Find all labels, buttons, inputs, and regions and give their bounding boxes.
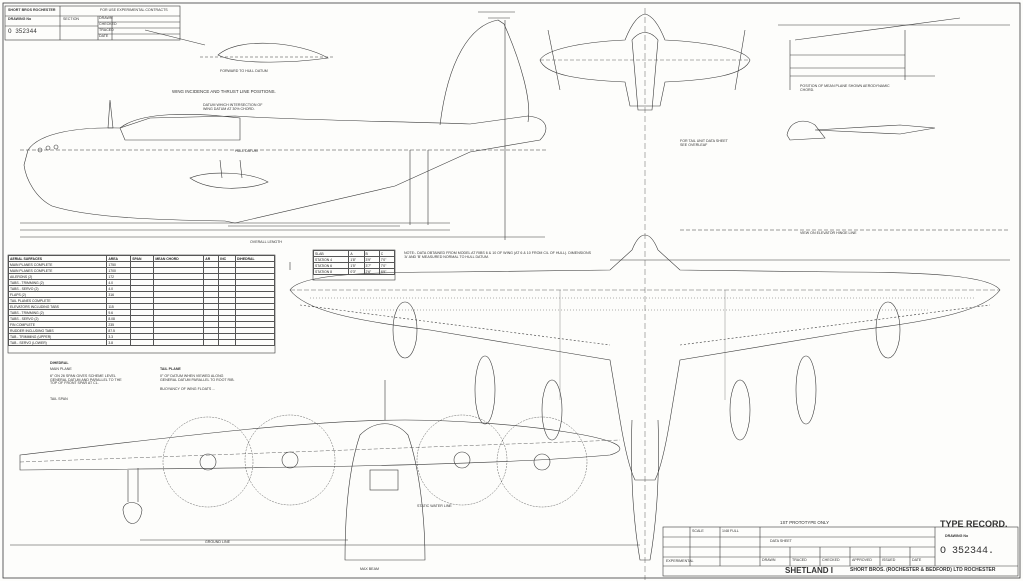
title-field-label: CHECKED [822,558,840,562]
field-checked: CHECKED [99,22,117,26]
table-cell [218,339,237,346]
tail-span-label: TAIL SPAN [50,397,68,401]
table-cell [130,339,155,346]
table-cell [235,339,275,346]
title-field-label: DATE [912,558,922,562]
tailplane-plan-view [539,8,751,580]
buoyancy-note: BUOYANCY OF WING FLOATS ... [160,387,216,391]
drawing-no-label: DRAWING No [8,17,32,21]
header-box [4,5,181,41]
aircraft-name: SHETLAND I [785,566,833,575]
title-block-frame [662,526,1019,577]
title-drawing-no-label: DRAWING No [945,534,969,538]
field-drawn: DRAWN [99,16,113,20]
elevator-view-title: VIEW ON ELEVATOR HINGE LINE [800,231,857,235]
scale-value: 1/48 FULL [722,529,739,533]
mean-chord-diagram [778,17,1010,90]
table-row: TAB - SERVO (LOWER)3.8 [7,339,275,346]
title-drawing-number: O 352344. [940,546,995,557]
wing-plan-view [289,234,1010,561]
dihedral-text: 6° ON 26 SPAN GIVES SCHEME LEVEL GENERAL… [50,374,122,386]
tail-plane-title: TAIL PLANE [160,367,181,371]
dimensions-note: NOTE:- DATA OBTAINED FROM MODEL AT RIBS … [404,251,591,259]
dihedral-title: DIHEDRAL [50,361,69,365]
table-cell [153,339,205,346]
elevator-view [680,120,1010,231]
experimental-note: EXPERIMENTAL [666,559,694,563]
table-cell: 6'9" [378,268,396,275]
max-beam-label: MAX BEAM [360,567,379,571]
title-field-label: DRAWN [762,558,776,562]
airfoil-section [217,42,329,63]
wing-incidence-title: WING INCIDENCE AND THRUST LINE POSITIONS… [172,89,276,94]
scale-label: SCALE [692,529,704,533]
company-name: SHORT BROS. (ROCHESTER & BEDFORD) LTD RO… [850,567,996,573]
tail-plane-text: 0° OF DATUM WHEN VIEWED ALONG GENERAL DA… [160,374,235,382]
side-view [20,11,548,240]
front-view [10,380,640,561]
type-record: TYPE RECORD. [940,519,1008,529]
table-cell: STATION 8 [312,268,350,275]
table-cell: TAB - SERVO (LOWER) [7,339,108,346]
section-label: SECTION [63,17,79,21]
table-cell: 0'3" [348,268,365,275]
field-traced: TRACED [99,28,114,32]
hull-datum-label: HULL DATUM [235,149,258,153]
table-cell [203,339,220,346]
overall-length-label: OVERALL LENGTH [250,240,283,244]
prototype-note: 1ST PROTOTYPE ONLY [780,520,830,525]
title-field-label: ISSUED [882,558,896,562]
title-field-label: TRACED [792,558,807,562]
ground-line-label: GROUND LINE [205,540,230,544]
forward-hull-note: FORWARD TO HULL DATUM [220,69,268,73]
contracts-label: FOR USE EXPERIMENTAL CONTRACTS [100,8,168,12]
header-drawing-number: O 352344 [8,28,37,35]
company-top: SHORT BROS ROCHESTER [8,8,56,12]
tailplane-note: FOR TAIL UNIT DATA SHEET SEE OVERLEAF [680,139,728,147]
sheet-type: DATA SHEET [770,539,792,543]
table-row: TABS - TRIMMING (2)9.6 [7,309,275,316]
table-cell: 2'6" [363,268,380,275]
field-date: DATE [99,34,109,38]
static-line-label: STATIC WATER LINE [417,504,452,508]
mean-chord-title: POSITION OF MEAN PLANE SHOWN AERODYNAMIC… [800,84,890,92]
datum-note: DATUM WHICH INTERSECTION OF WING DATUM A… [203,103,263,111]
title-field-label: APPROVED [852,558,872,562]
table-cell: 3.8 [106,339,132,346]
main-plane-label: MAIN PLANE [50,367,72,371]
